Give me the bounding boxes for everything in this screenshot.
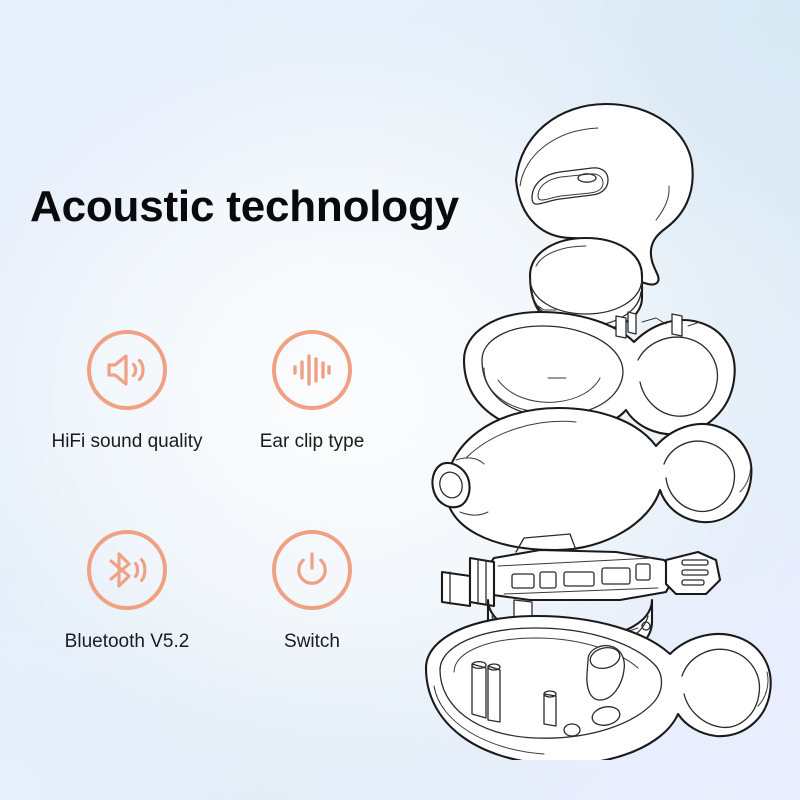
contact-pads bbox=[681, 559, 709, 586]
bluetooth-signal-icon bbox=[109, 552, 147, 588]
feature-icon-badge bbox=[272, 330, 352, 410]
audio-waveform-icon bbox=[293, 354, 331, 386]
page-title: Acoustic technology bbox=[30, 182, 459, 231]
feature-item-bluetooth[interactable]: Bluetooth V5.2 bbox=[27, 530, 227, 654]
feature-label: Bluetooth V5.2 bbox=[64, 631, 190, 652]
feature-label: HiFi sound quality bbox=[51, 431, 203, 452]
feature-item-ear-clip-type[interactable]: Ear clip type bbox=[212, 330, 412, 454]
power-switch-icon bbox=[297, 552, 327, 585]
earbud-line-art bbox=[424, 102, 772, 760]
feature-label: Ear clip type bbox=[259, 431, 365, 452]
feature-icon-badge bbox=[272, 530, 352, 610]
feature-item-hifi-sound-quality[interactable]: HiFi sound quality bbox=[27, 330, 227, 454]
feature-icon-badge bbox=[87, 530, 167, 610]
part-outer-shell-cover bbox=[514, 102, 694, 286]
part-internal-circuit-assembly bbox=[440, 533, 722, 608]
part-bottom-shell-base bbox=[424, 614, 772, 760]
speaker-sound-icon bbox=[107, 354, 145, 386]
feature-item-switch[interactable]: Switch bbox=[212, 530, 412, 654]
exploded-earbud-diagram bbox=[420, 60, 800, 760]
part-ear-hook-body bbox=[431, 406, 753, 552]
feature-icon-badge bbox=[87, 330, 167, 410]
feature-label: Switch bbox=[284, 631, 340, 652]
